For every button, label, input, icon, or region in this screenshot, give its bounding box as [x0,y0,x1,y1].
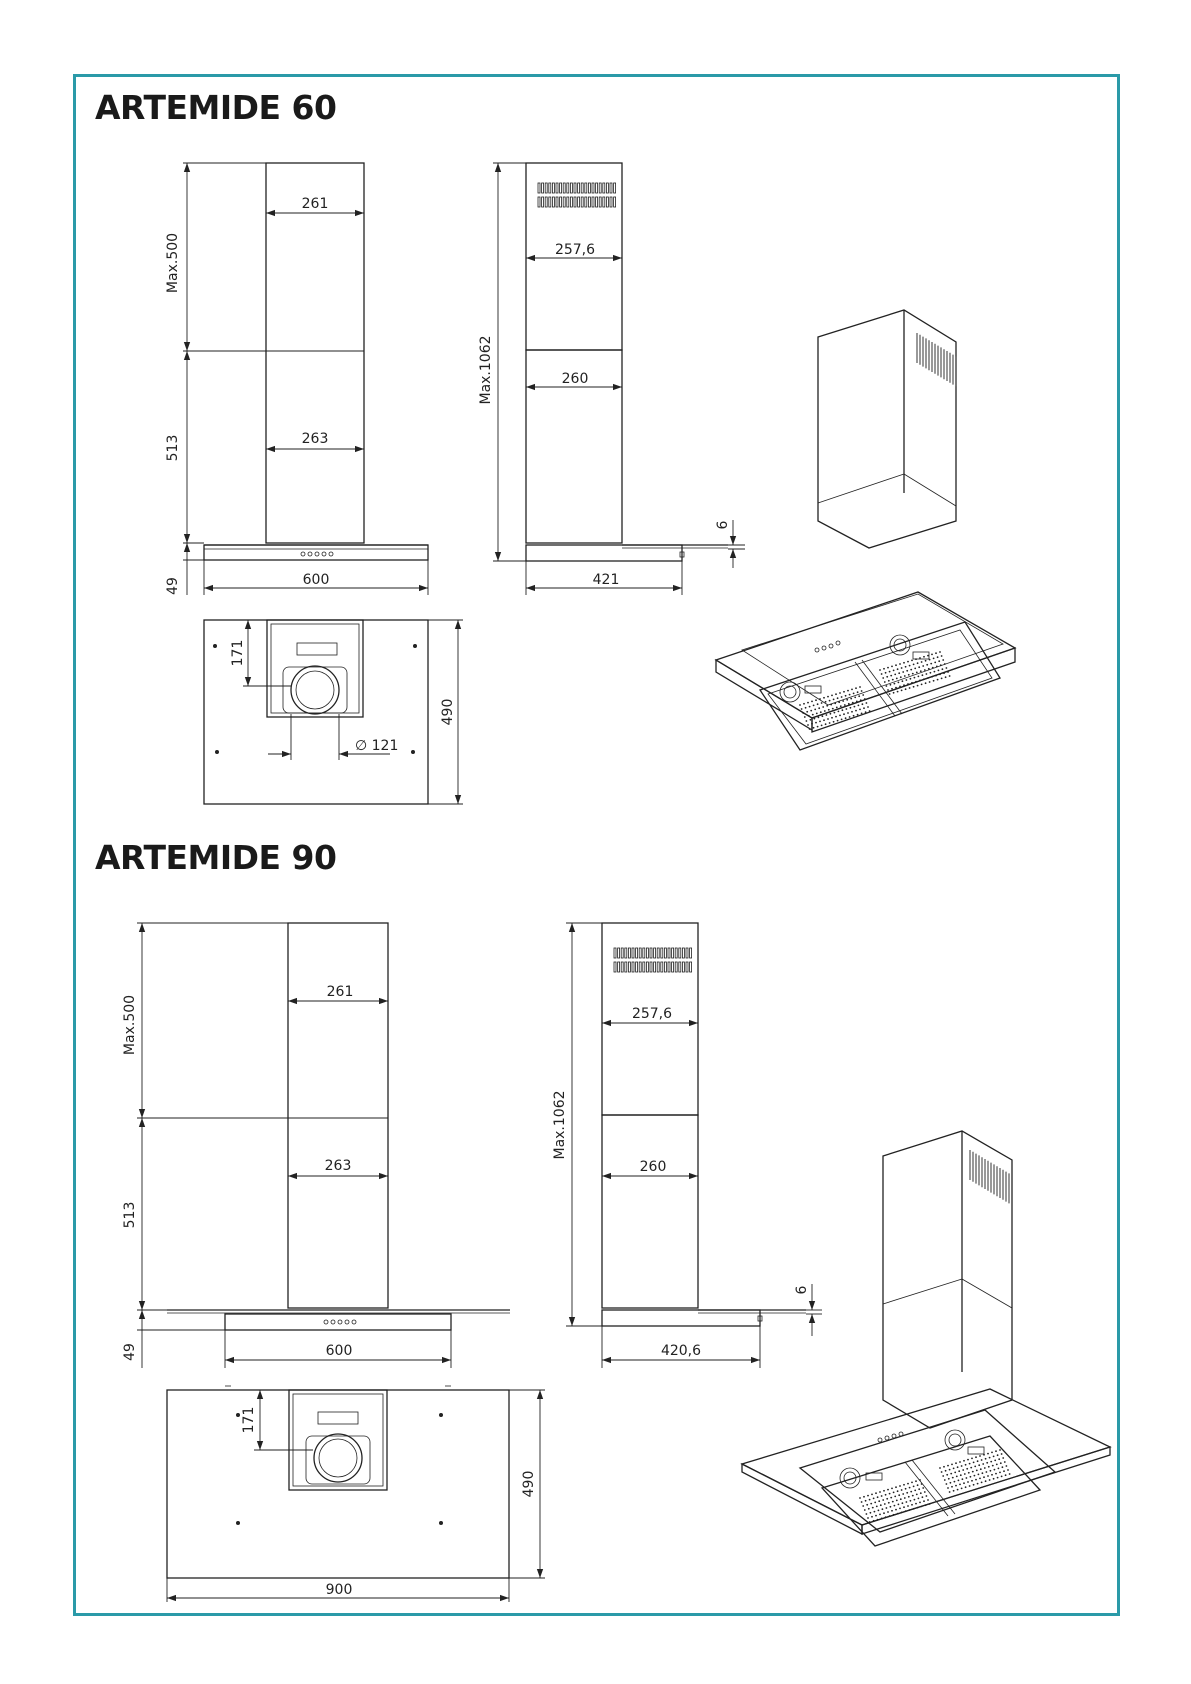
dim-total-width: 600 [326,1343,353,1359]
dim-lower-width: 263 [325,1158,352,1174]
dim-glass-thickness: 6 [715,520,731,529]
dim-depth: 490 [521,1471,537,1498]
isometric-view-90 [742,1131,1110,1546]
dim-canopy-height: 49 [122,1343,138,1361]
isometric-view-60 [716,310,1015,750]
dim-lower-width: 263 [302,431,329,447]
dim-depth: 421 [593,572,620,588]
vent-slots-iso-60 [917,333,956,386]
dim-upper-width: 261 [327,984,354,1000]
dim-offset: 171 [241,1407,257,1434]
control-buttons-60 [301,552,333,556]
dim-upper-width: 261 [302,196,329,212]
dim-lower-width: 260 [640,1159,667,1175]
front-view-60: 261 263 600 Max.500 513 49 [165,163,428,595]
vent-slots-90 [614,948,692,972]
front-view-90: 261 263 600 Max.500 513 49 [122,923,510,1368]
dim-total-height: Max.1062 [552,1090,568,1159]
side-view-90: 257,6 260 420,6 Max.1062 6 [552,923,822,1368]
dim-canopy-height: 49 [165,577,181,595]
dim-offset: 171 [230,640,246,667]
vent-slots-60 [538,183,616,207]
dim-depth: 420,6 [661,1343,701,1359]
dim-glass-thickness: 6 [794,1285,810,1294]
dim-upper-width: 257,6 [632,1006,672,1022]
vent-slots-iso-90 [970,1150,1009,1203]
dim-lower-height: 513 [122,1202,138,1229]
top-view-60: 171 ∅ 121 490 [204,620,463,804]
dim-outlet-diameter: ∅ 121 [355,738,398,754]
dim-total-height: Max.1062 [478,335,494,404]
grease-filter-iso-60 [799,651,950,730]
dim-lower-height: 513 [165,435,181,462]
dim-upper-height: Max.500 [165,233,181,293]
dim-total-width: 900 [326,1582,353,1598]
dim-depth: 490 [440,699,456,726]
top-view-90: 171 490 900 [167,1386,545,1602]
side-view-60: 257,6 260 421 Max.1062 6 [478,163,745,595]
dim-upper-height: Max.500 [122,995,138,1055]
dim-total-width: 600 [303,572,330,588]
dim-lower-width: 260 [562,371,589,387]
dim-upper-width: 257,6 [555,242,595,258]
